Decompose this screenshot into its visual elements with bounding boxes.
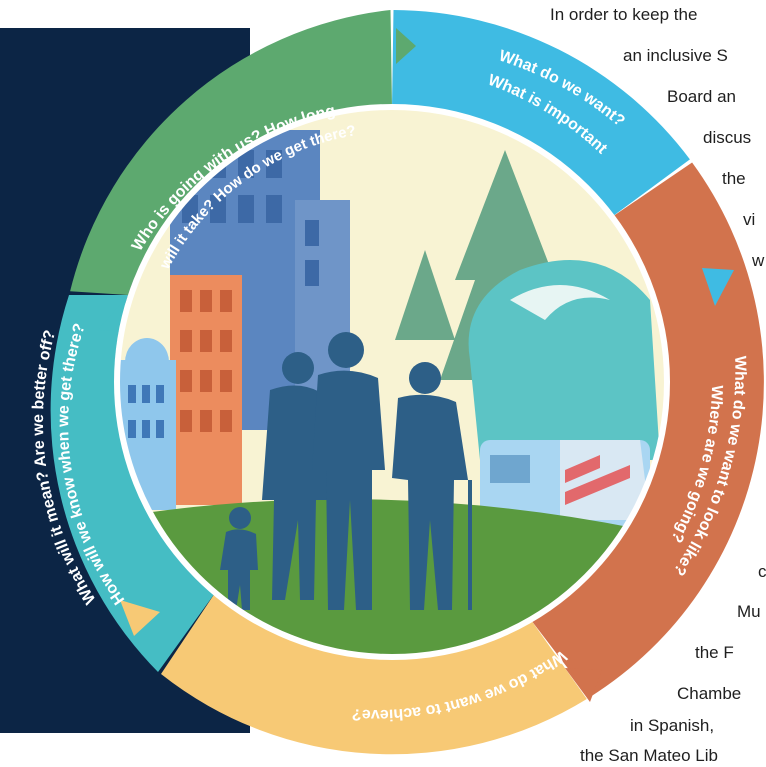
wheel-segment-green (70, 10, 392, 295)
wave (468, 260, 660, 460)
arrowhead-green (396, 28, 416, 64)
family-silhouettes (220, 332, 472, 610)
arrowhead-blue (702, 268, 734, 306)
wheel-segment-yellow (161, 593, 587, 755)
wheel-segment-blue (392, 10, 690, 219)
wheel-segment-orange (531, 162, 764, 698)
wheel-segment-teal (50, 295, 216, 672)
arrowhead-orange (565, 668, 602, 702)
arrowhead-yellow (120, 600, 160, 636)
